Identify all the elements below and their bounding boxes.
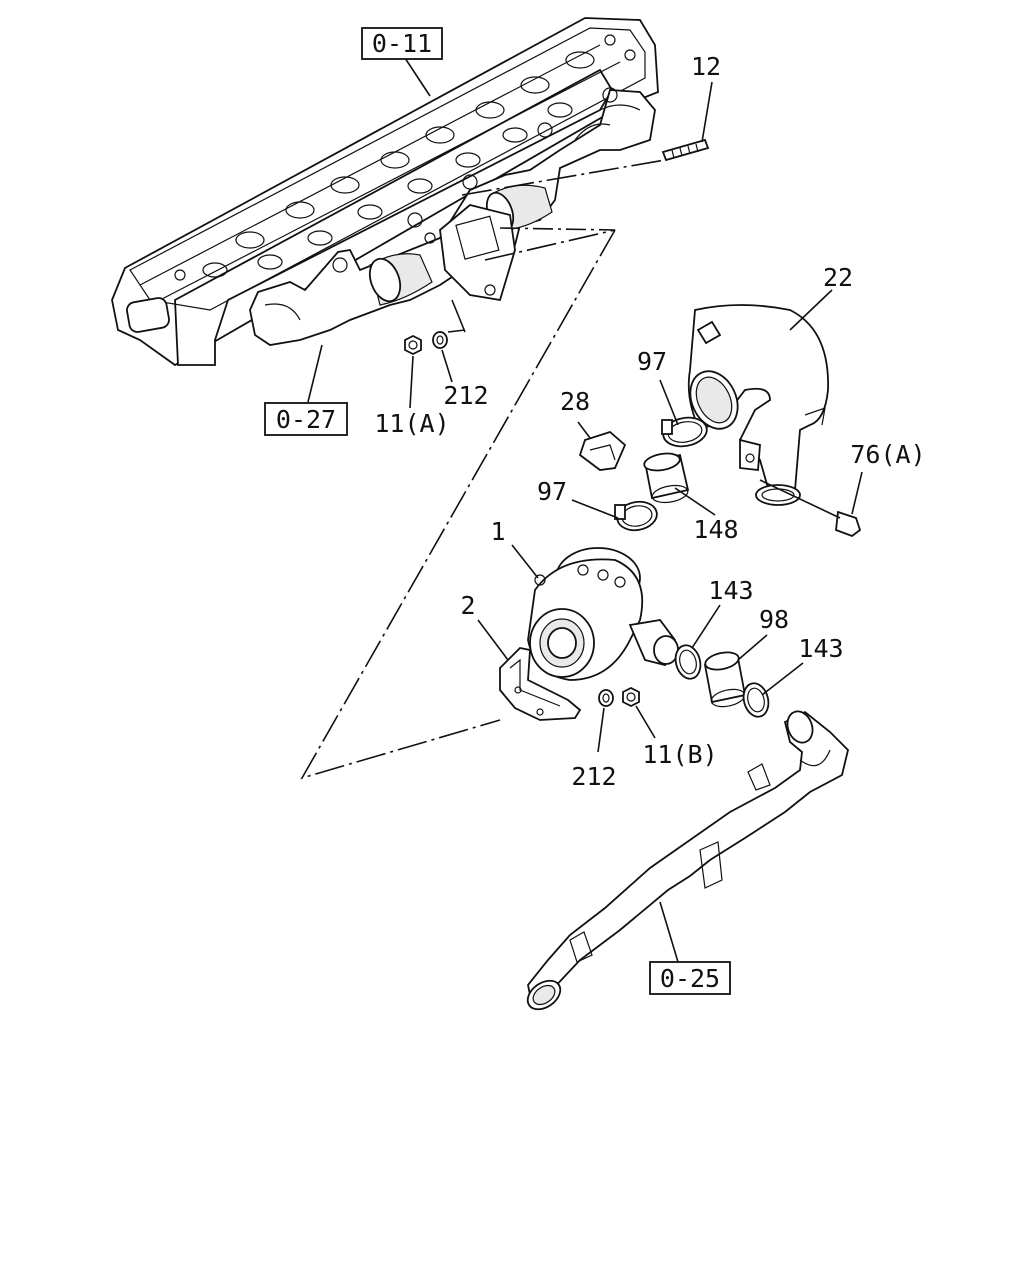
callout-143-left: 143 xyxy=(708,576,753,605)
nut-11a xyxy=(404,334,422,356)
callout-11b: 11(B) xyxy=(642,740,717,769)
callout-148: 148 xyxy=(693,515,738,544)
valve-cover-bosses xyxy=(174,34,636,281)
cylinder-head xyxy=(111,17,659,367)
callout-22: 22 xyxy=(823,263,853,292)
ref-label-0-11: 0-11 xyxy=(372,29,432,58)
intake-pipe xyxy=(526,710,849,1011)
turbocharger-1 xyxy=(527,547,679,681)
ref-box-0-11: 0-11 xyxy=(361,27,443,60)
callout-1: 1 xyxy=(490,517,505,546)
bolt-76a xyxy=(759,479,862,538)
manifold-outlet-flange xyxy=(424,204,516,302)
bracket-2 xyxy=(499,647,582,721)
callout-76a: 76(A) xyxy=(850,440,925,469)
pipe-22 xyxy=(687,304,829,506)
ref-label-0-27: 0-27 xyxy=(276,405,336,434)
callout-12: 12 xyxy=(691,52,721,81)
callout-11a: 11(A) xyxy=(374,409,449,438)
ref-box-0-25: 0-25 xyxy=(649,961,731,995)
callout-2: 2 xyxy=(460,591,475,620)
hose-148 xyxy=(643,452,690,504)
leader-lines xyxy=(307,57,863,963)
callout-143-right: 143 xyxy=(798,634,843,663)
ref-box-0-27: 0-27 xyxy=(264,402,348,436)
washer-212-bottom xyxy=(598,689,614,707)
clamp-97-upper xyxy=(661,416,708,448)
washer-212-top xyxy=(432,331,448,349)
stud-12 xyxy=(661,138,710,162)
callout-212-bottom: 212 xyxy=(571,762,616,791)
callout-98: 98 xyxy=(759,605,789,634)
clamp-97-lower xyxy=(614,500,658,532)
ref-label-0-25: 0-25 xyxy=(660,964,720,993)
clamp-143-left xyxy=(674,644,702,680)
nut-11b xyxy=(622,686,640,708)
callout-97-top: 97 xyxy=(637,347,667,376)
exhaust-manifold xyxy=(249,87,656,346)
hose-98 xyxy=(703,651,747,708)
bracket-28 xyxy=(578,430,627,471)
callout-28: 28 xyxy=(560,387,590,416)
assembly-outline xyxy=(300,227,616,780)
callout-212-top: 212 xyxy=(443,381,488,410)
clamp-143-right xyxy=(742,682,770,718)
callout-97-mid: 97 xyxy=(537,477,567,506)
